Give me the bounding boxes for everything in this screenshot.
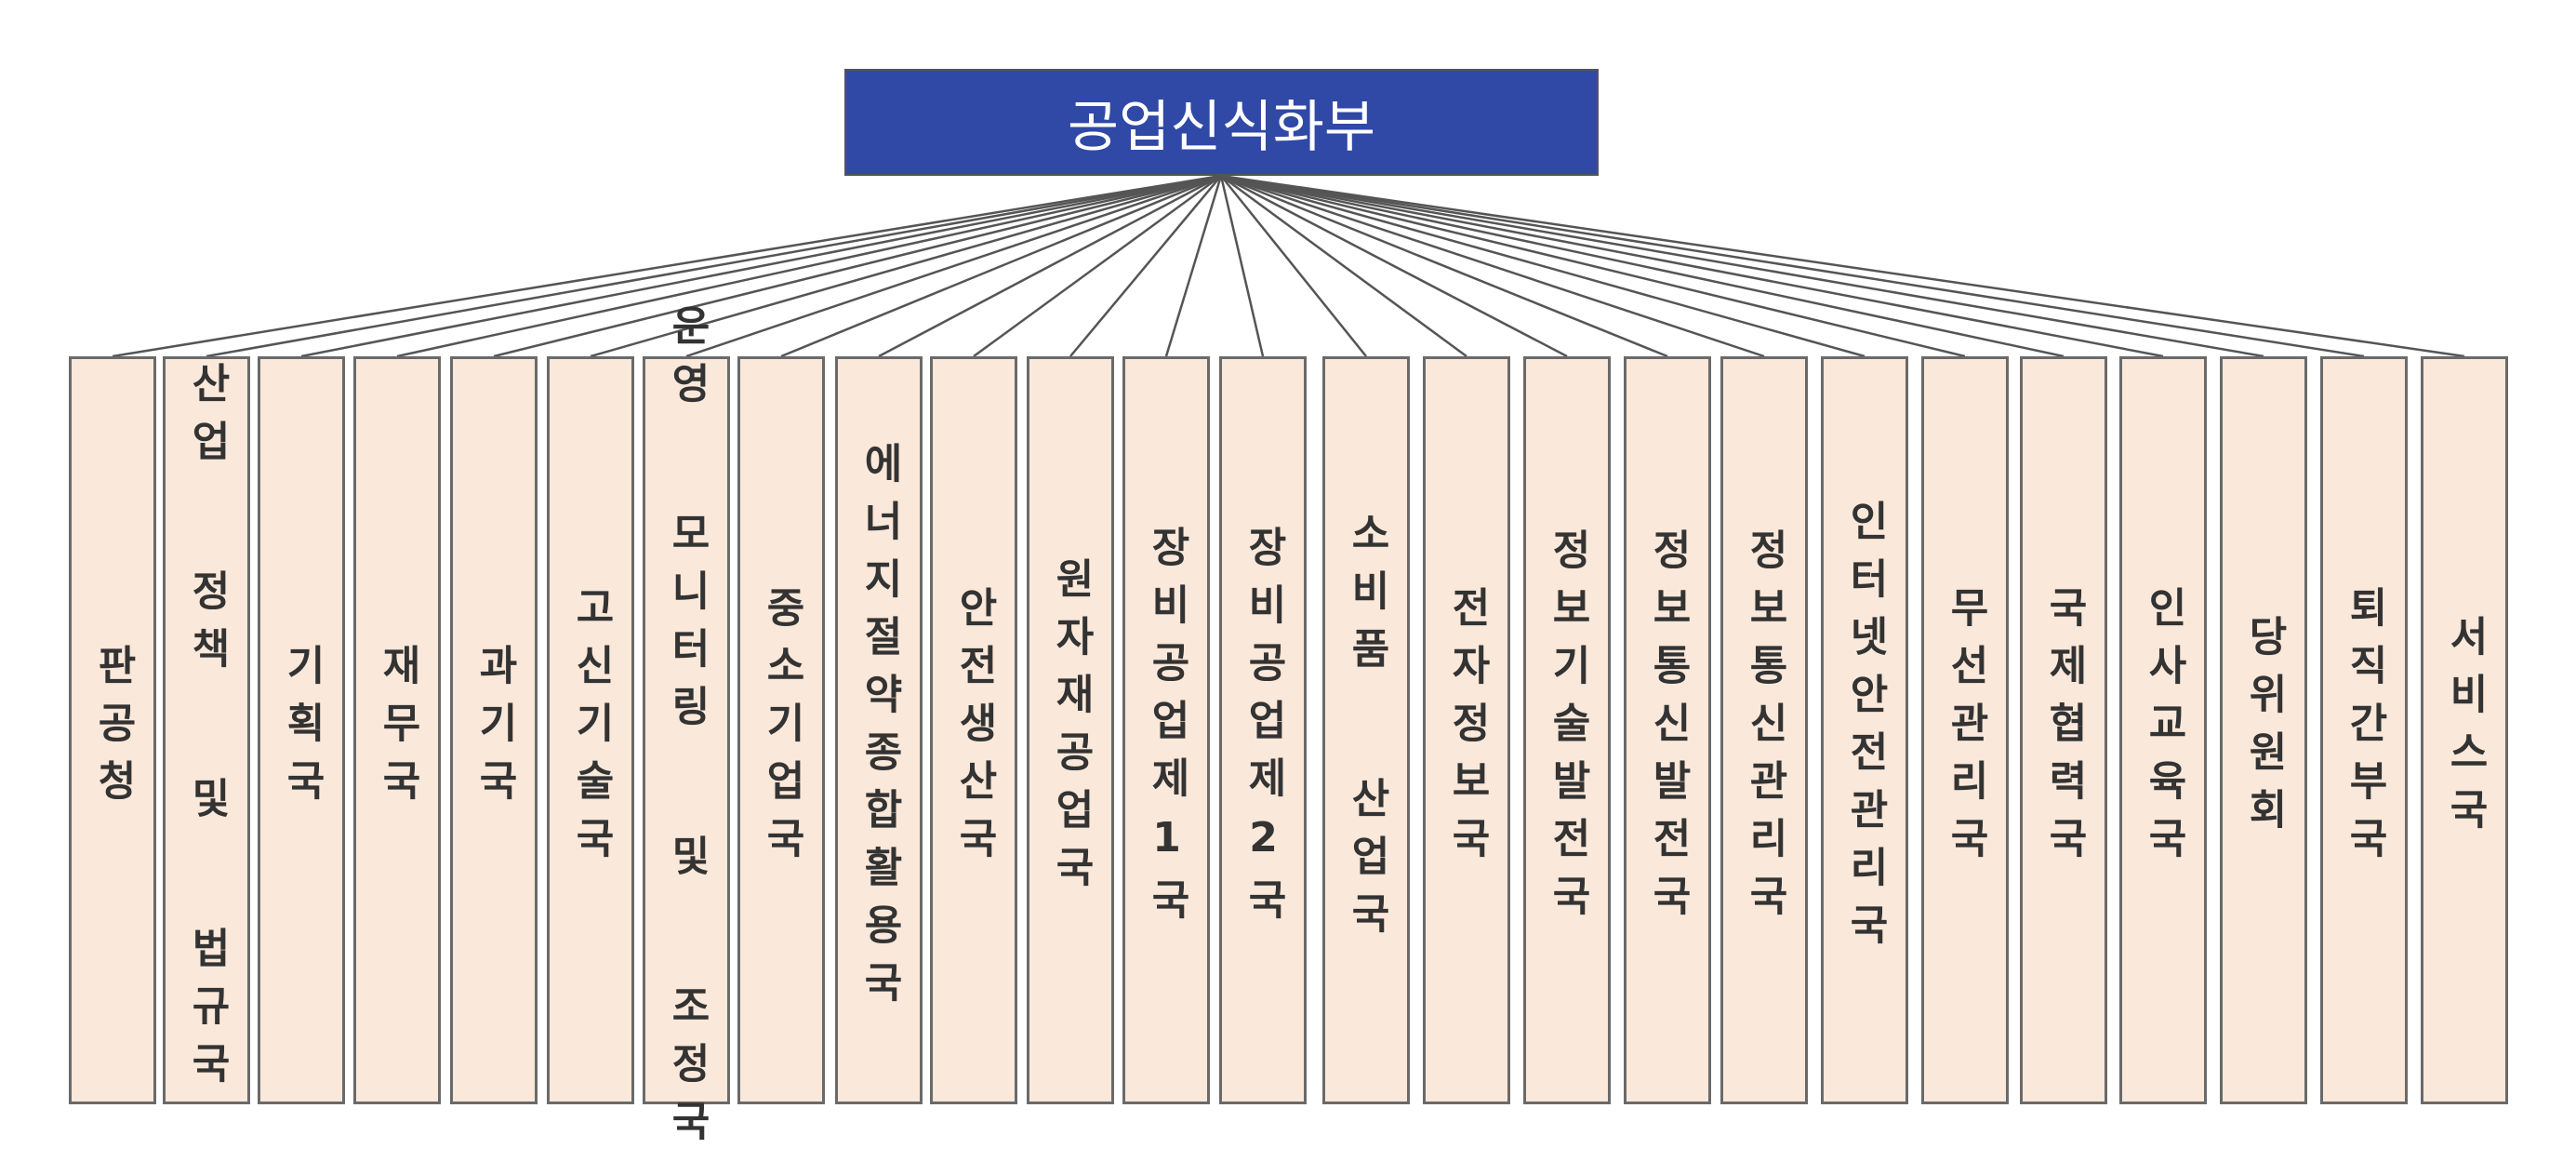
department-label: 서비스국: [2441, 615, 2489, 846]
department-label: 당위원회: [2240, 615, 2288, 846]
department-box: 산업 정책 및 법규국: [163, 356, 250, 1104]
connector-line: [1220, 174, 1467, 358]
connector-line: [396, 174, 1222, 358]
connector-line: [1220, 174, 1866, 358]
connector-line: [1220, 174, 2164, 358]
department-label: 에너지절약종합활용국: [856, 442, 903, 1019]
connector-line: [1220, 174, 1568, 358]
department-box: 소비품 산업국: [1322, 356, 1410, 1104]
department-box: 판공청: [69, 356, 156, 1104]
department-box: 원자재공업국: [1027, 356, 1114, 1104]
department-box: 전자정보국: [1423, 356, 1510, 1104]
department-box: 안전생산국: [930, 356, 1017, 1104]
department-label: 운영 모니터링 및 조정국: [663, 303, 710, 1157]
root-node-ministry: 공업신식화부: [844, 69, 1599, 176]
connector-line: [206, 174, 1222, 358]
connector-line: [590, 174, 1222, 358]
department-box: 에너지절약종합활용국: [835, 356, 923, 1104]
department-box: 장비공업제1국: [1122, 356, 1210, 1104]
department-box: 정보통신관리국: [1720, 356, 1808, 1104]
connector-line: [1069, 175, 1222, 357]
department-box: 재무국: [353, 356, 441, 1104]
connector-line: [1220, 174, 2065, 358]
connector-line: [973, 174, 1222, 358]
department-label: 원자재공업국: [1047, 557, 1095, 903]
department-box: 퇴직간부국: [2320, 356, 2408, 1104]
department-label: 장비공업제2국: [1240, 525, 1287, 936]
department-label: 중소기업국: [758, 586, 805, 875]
department-label: 전자정보국: [1443, 586, 1491, 875]
department-label: 기획국: [278, 644, 325, 817]
connector-line: [300, 174, 1222, 358]
department-label: 정보기술발전국: [1544, 528, 1591, 932]
department-label: 정보통신관리국: [1741, 528, 1788, 932]
department-label: 무선관리국: [1942, 586, 1989, 875]
department-box: 국제협력국: [2020, 356, 2107, 1104]
connector-line: [1220, 174, 1966, 358]
connector-line: [1220, 174, 1668, 358]
department-box: 인터넷안전관리국: [1821, 356, 1908, 1104]
department-box: 정보통신발전국: [1624, 356, 1711, 1104]
connector-line: [685, 174, 1222, 358]
department-label: 정보통신발전국: [1644, 528, 1692, 932]
root-label: 공업신식화부: [1067, 95, 1376, 160]
department-label: 안전생산국: [950, 586, 998, 875]
connector-line: [1220, 174, 2465, 358]
connector-line: [1164, 175, 1223, 357]
connector-line: [1220, 174, 1765, 358]
department-label: 산업 정책 및 법규국: [183, 361, 231, 1100]
department-label: 퇴직간부국: [2341, 586, 2388, 875]
department-box: 인사교육국: [2119, 356, 2207, 1104]
department-box: 기획국: [258, 356, 345, 1104]
department-label: 인터넷안전관리국: [1841, 500, 1889, 961]
department-box: 장비공업제2국: [1219, 356, 1307, 1104]
connector-line: [112, 174, 1222, 358]
department-label: 장비공업제1국: [1143, 525, 1190, 936]
connector-line: [1220, 174, 2365, 358]
department-box: 서비스국: [2421, 356, 2508, 1104]
connector-line: [1220, 174, 2264, 358]
department-label: 판공청: [89, 644, 137, 817]
department-box: 무선관리국: [1921, 356, 2009, 1104]
department-label: 재무국: [374, 644, 421, 817]
department-box: 고신기술국: [547, 356, 634, 1104]
department-box: 운영 모니터링 및 조정국: [643, 304, 730, 1157]
department-box: 당위원회: [2220, 356, 2307, 1104]
connector-line: [493, 174, 1222, 358]
connector-line: [1220, 175, 1367, 357]
department-box: 과기국: [450, 356, 538, 1104]
connector-line: [878, 174, 1222, 358]
department-label: 소비품 산업국: [1343, 511, 1390, 950]
connector-line: [1219, 175, 1265, 357]
department-label: 인사교육국: [2140, 586, 2187, 875]
department-box: 정보기술발전국: [1523, 356, 1611, 1104]
connector-line: [780, 174, 1222, 358]
department-label: 고신기술국: [567, 586, 615, 875]
department-label: 국제협력국: [2040, 586, 2088, 875]
department-box: 중소기업국: [737, 356, 825, 1104]
department-label: 과기국: [471, 644, 518, 817]
